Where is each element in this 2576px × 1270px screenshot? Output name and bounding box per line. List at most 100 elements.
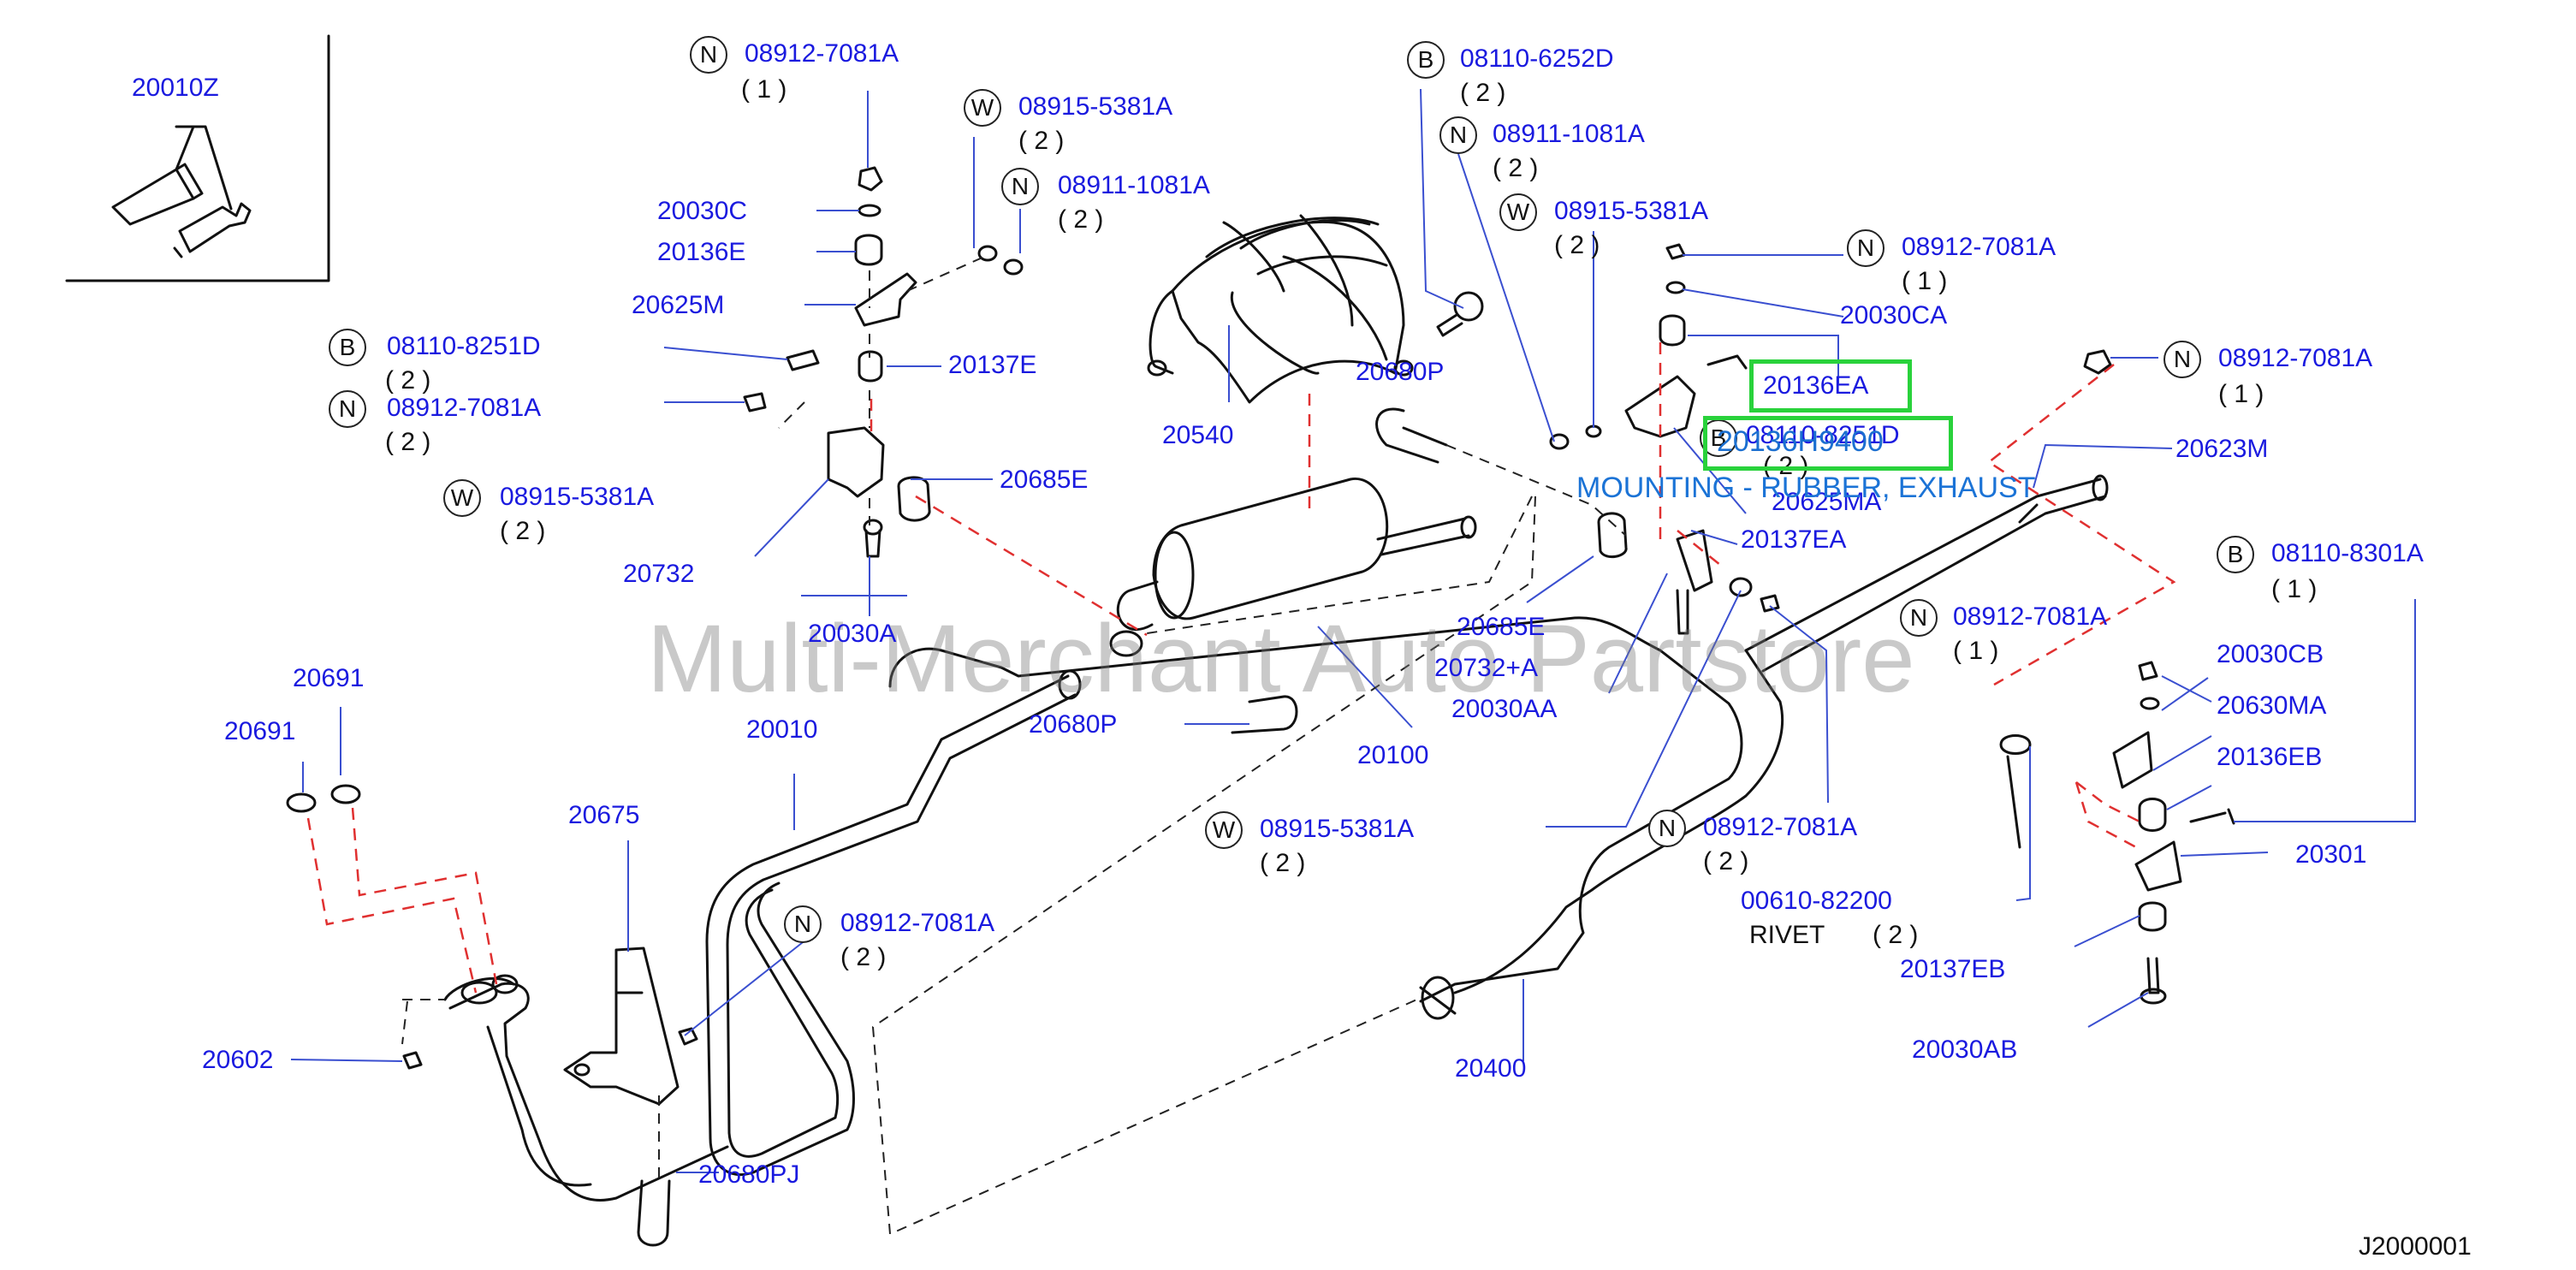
part-label-20030aa[interactable]: 20030AA [1451, 695, 1558, 723]
part-label-20136eb[interactable]: 20136EB [2217, 743, 2323, 771]
hardware-left-drawing [743, 166, 1024, 558]
fastener-code-08911-1081a[interactable]: 08911-1081A [1058, 171, 1210, 199]
part-label-20030ab[interactable]: 20030AB [1912, 1036, 2018, 1064]
prefix-circle-w: W [1205, 811, 1243, 849]
fastener-qty: ( 2 ) [1260, 849, 1306, 877]
alignment-line [1677, 530, 1721, 566]
part-label-20137ea[interactable]: 20137EA [1741, 525, 1847, 554]
highlight-box-20136ea [1749, 359, 1912, 412]
alignment-line [915, 495, 1148, 637]
fastener-code-08912-7081a[interactable]: 08912-7081A [1703, 813, 1858, 841]
leader-line [2161, 677, 2209, 711]
part-label-20030ca[interactable]: 20030CA [1840, 301, 1948, 329]
watermark: Multi-Merchant Auto Partstore [647, 605, 1915, 712]
fastener-code-08110-8301a[interactable]: 08110-8301A [2271, 539, 2424, 567]
part-label-20030cb[interactable]: 20030CB [2217, 640, 2324, 668]
part-label-20540[interactable]: 20540 [1162, 421, 1234, 449]
part-label-20732a[interactable]: 20732+A [1434, 654, 1538, 682]
part-label-20137e[interactable]: 20137E [948, 351, 1037, 379]
fastener-code-08110-8251d-b[interactable]: 08110-8251D [1746, 421, 1900, 449]
part-label-20732[interactable]: 20732 [623, 560, 695, 588]
prefix-circle-w: W [443, 479, 481, 517]
part-label-20675[interactable]: 20675 [568, 801, 640, 829]
alignment-line [778, 401, 805, 429]
part-label-20010[interactable]: 20010 [746, 715, 818, 744]
highlight-box-mounting [1703, 416, 1953, 471]
fastener-code-08912-7081a[interactable]: 08912-7081A [1902, 233, 2057, 261]
fastener-qty: ( 2 ) [1493, 154, 1539, 182]
leader-line [2166, 785, 2212, 810]
part-label-20630ma[interactable]: 20630MA [2217, 691, 2327, 720]
leader-line [2033, 443, 2173, 489]
part-label-20400[interactable]: 20400 [1455, 1054, 1527, 1083]
part-label-20680pj[interactable]: 20680PJ [698, 1160, 800, 1189]
alignment-line [401, 999, 445, 1045]
fastener-code-08110-6252d[interactable]: 08110-6252D [1460, 45, 1614, 73]
fastener-code-08915-5381a[interactable]: 08915-5381A [1018, 92, 1173, 121]
u-bolts-drawing [637, 407, 1448, 1247]
part-label-20691-b[interactable]: 20691 [224, 717, 296, 745]
alignment-line [1986, 364, 2176, 686]
fastener-code-08911-1081a[interactable]: 08911-1081A [1493, 120, 1645, 148]
leader-line [1690, 530, 1738, 545]
part-label-20680p-mid[interactable]: 20680P [1029, 710, 1118, 739]
part-label-20625ma[interactable]: 20625MA [1772, 488, 1882, 516]
fastener-code-08110-8251d[interactable]: 08110-8251D [387, 332, 541, 360]
leader-line [290, 1059, 403, 1062]
prefix-circle-n: N [690, 36, 727, 74]
leader-line [1526, 555, 1594, 603]
hardware-far-right-drawing [1999, 349, 2235, 1005]
fastener-qty: ( 2 ) [1460, 79, 1506, 107]
fastener-code-08912-7081a[interactable]: 08912-7081A [745, 39, 899, 68]
fastener-qty: ( 1 ) [1953, 637, 1999, 665]
fastener-code-08912-7081a[interactable]: 08912-7081A [840, 909, 995, 937]
leader-line [1608, 573, 1668, 694]
leader-line [2234, 599, 2416, 822]
alignment-line [2075, 781, 2140, 823]
part-label-20030a[interactable]: 20030A [808, 620, 897, 648]
fastener-code-08912-7081a[interactable]: 08912-7081A [1953, 602, 2108, 631]
part-label-20136ea[interactable]: 20136EA [1763, 371, 1869, 400]
prefix-circle-n: N [1439, 116, 1477, 154]
part-label-00610-82200[interactable]: 00610-82200 [1741, 887, 1892, 915]
leader-line [1673, 427, 1747, 514]
leader-line [2161, 675, 2212, 703]
part-label-20691-a[interactable]: 20691 [293, 664, 365, 692]
prefix-circle-b: B [1407, 41, 1445, 79]
fastener-code-08912-7081a[interactable]: 08912-7081A [2218, 344, 2373, 372]
fastener-code-08915-5381a[interactable]: 08915-5381A [1554, 197, 1709, 225]
part-label-20030c[interactable]: 20030C [657, 197, 748, 225]
fastener-qty: ( 2 ) [1018, 127, 1065, 155]
leader-line [1420, 88, 1464, 309]
leader-line [2152, 735, 2212, 771]
leader-line [2074, 915, 2140, 947]
prefix-circle-n: N [1900, 599, 1938, 637]
part-label-20301[interactable]: 20301 [2295, 840, 2367, 869]
part-label-20602[interactable]: 20602 [202, 1046, 274, 1074]
part-label-20137eb[interactable]: 20137EB [1900, 955, 2006, 983]
prefix-circle-n: N [329, 390, 366, 428]
part-label-20010z[interactable]: 20010Z [132, 74, 219, 102]
center-pipe-drawing [888, 474, 2109, 1020]
part-label-20623m[interactable]: 20623M [2175, 435, 2269, 463]
part-label-20680p-top[interactable]: 20680P [1356, 358, 1445, 386]
fastener-code-08912-7081a[interactable]: 08912-7081A [387, 394, 542, 422]
leader-line [1546, 590, 1742, 828]
fastener-qty: ( 2 ) [1554, 231, 1600, 259]
leader-line [1682, 288, 1844, 318]
part-label-20625m[interactable]: 20625M [632, 291, 725, 319]
highlighted-part-number[interactable]: 20136H9400 [1717, 425, 1884, 458]
fastener-qty: ( 1 ) [1902, 267, 1948, 295]
part-label-20685e[interactable]: 20685E [1000, 466, 1089, 494]
part-label-20100[interactable]: 20100 [1357, 741, 1429, 769]
prefix-circle-w: W [1499, 193, 1537, 231]
part-label-20136e[interactable]: 20136E [657, 238, 746, 266]
leader-line [1769, 605, 1829, 804]
leader-line [2087, 992, 2149, 1028]
fastener-code-08915-5381a[interactable]: 08915-5381A [1260, 815, 1415, 843]
front-pipe-drawing [443, 669, 1082, 1202]
part-label-20685e-b[interactable]: 20685E [1457, 613, 1546, 641]
prefix-circle-n: N [1001, 168, 1039, 205]
fastener-code-08915-5381a[interactable]: 08915-5381A [500, 483, 655, 511]
fastener-qty: ( 2 ) [385, 366, 431, 395]
